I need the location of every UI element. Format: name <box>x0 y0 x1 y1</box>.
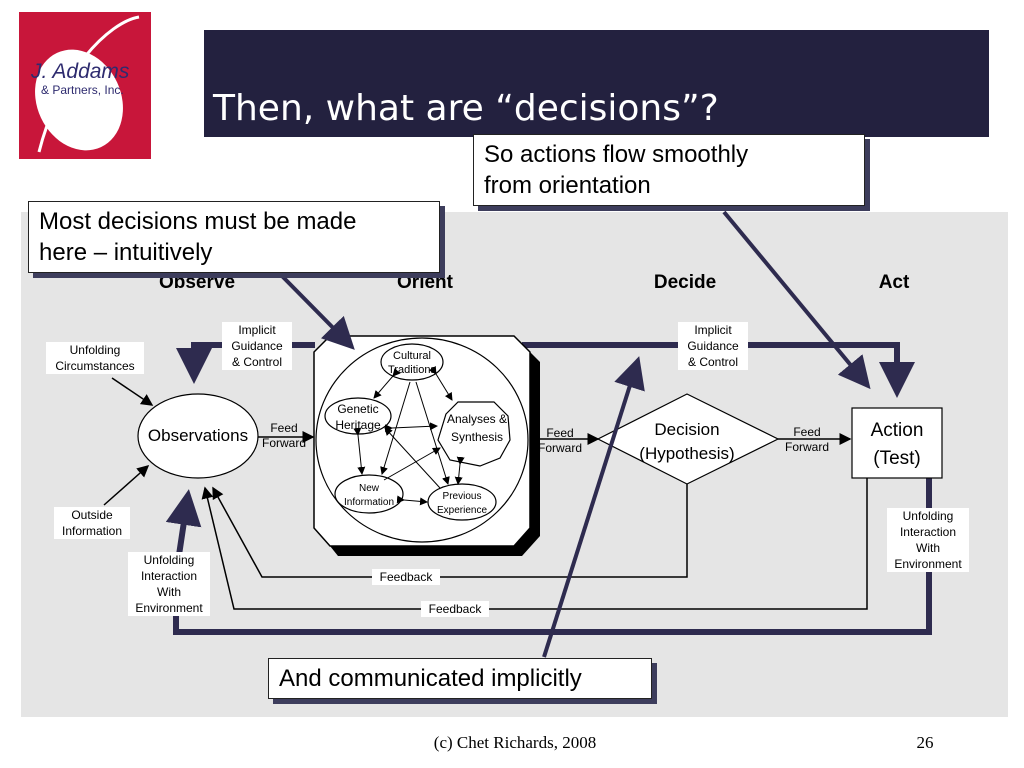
genetic-label-1: Genetic <box>337 402 378 416</box>
column-orient: Orient <box>397 272 453 293</box>
logo-text-2: & Partners, Inc. <box>41 83 124 97</box>
implicit-guidance-loop-right <box>522 342 915 398</box>
feedback-label-2: Feedback <box>421 601 489 617</box>
feedback-line-2 <box>201 478 868 610</box>
node-observations <box>137 393 259 479</box>
arrow-outside <box>103 465 150 506</box>
ff1-label-1: Feed <box>270 421 297 435</box>
ff3-label-2: Forward <box>785 440 829 454</box>
ff2-label-2: Forward <box>538 441 582 455</box>
previous-label-1: Previous <box>443 491 482 502</box>
node-action <box>851 407 943 479</box>
action-label-1: Action <box>871 420 924 441</box>
analyses-label-1: Analyses & <box>447 412 507 426</box>
node-new-info <box>334 474 404 514</box>
cultural-label-1: Cultural <box>393 350 431 362</box>
ff3-label-1: Feed <box>793 425 820 439</box>
column-decide: Decide <box>653 272 717 293</box>
footer-credit: (c) Chet Richards, 2008 <box>433 733 597 752</box>
action-label-2: (Test) <box>873 448 921 469</box>
decision-label-1: Decision <box>654 420 719 439</box>
new-info-label-2: Information <box>344 497 394 508</box>
pointer-top <box>722 210 871 390</box>
node-decision <box>596 393 780 485</box>
column-observe: Observe <box>158 272 236 293</box>
page-title: Then, what are “decisions”? <box>213 88 719 129</box>
callout-bottom: And communicated implicitly <box>268 658 652 699</box>
pointer-bottom <box>542 356 645 658</box>
environment-loop <box>165 478 932 635</box>
cultural-label-2: Traditions <box>388 364 436 376</box>
arrow-circumstances <box>111 377 154 406</box>
feedback-line-1 <box>212 484 688 578</box>
pointer-left <box>280 274 355 350</box>
previous-label-2: Experience <box>437 505 487 516</box>
analyses-label-2: Synthesis <box>451 430 503 444</box>
page-number: 26 <box>916 733 934 752</box>
logo-text-1: J. Addams <box>30 60 130 83</box>
ff2-label-1: Feed <box>546 426 573 440</box>
observations-label: Observations <box>148 426 248 445</box>
decision-label-2: (Hypothesis) <box>639 444 734 463</box>
genetic-label-2: Heritage <box>335 418 381 432</box>
ff1-label-2: Forward <box>262 436 306 450</box>
company-logo: J. Addams & Partners, Inc. <box>19 12 151 159</box>
node-analyses <box>437 401 511 467</box>
logo-graphic: J. Addams & Partners, Inc. <box>30 15 140 153</box>
feedback-label-1: Feedback <box>372 569 440 585</box>
column-act: Act <box>878 272 910 293</box>
new-info-label-1: New <box>359 483 380 494</box>
title-bar <box>204 30 989 137</box>
